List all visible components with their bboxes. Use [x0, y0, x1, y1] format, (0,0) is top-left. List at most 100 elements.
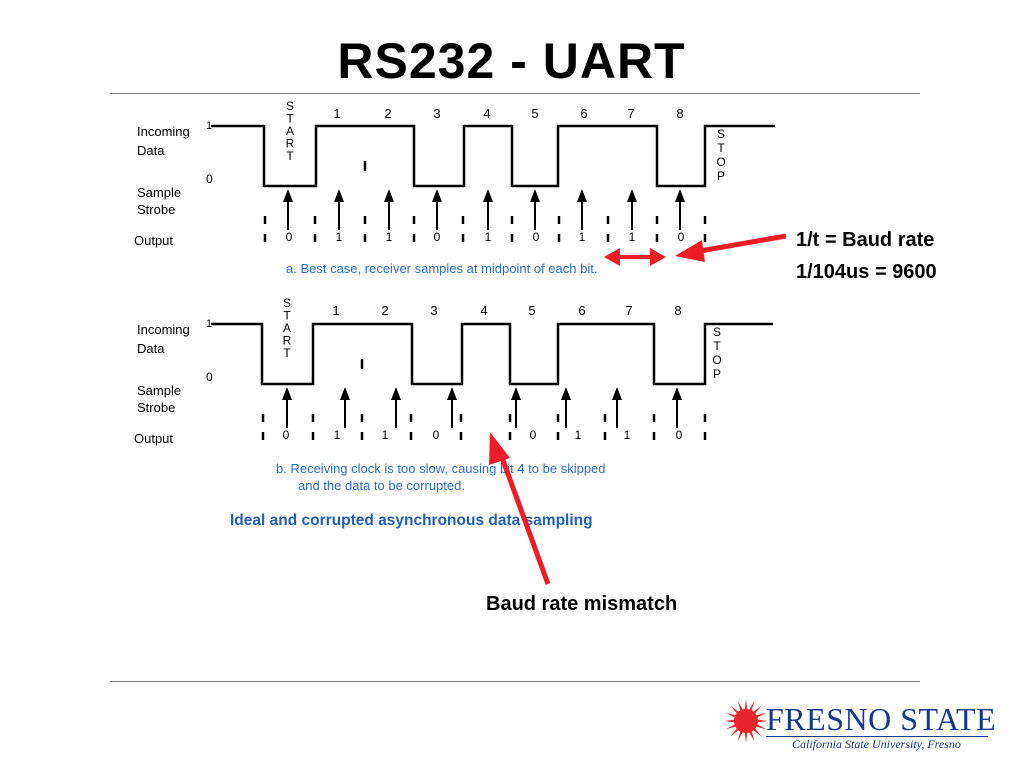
sun-ray [752, 727, 762, 737]
stop-letter: P [717, 169, 725, 183]
label-level-0: 0 [206, 172, 213, 186]
bit-width-arrowhead-left [604, 248, 620, 266]
label-level-1: 1 [206, 120, 212, 132]
stop-letter: T [717, 141, 725, 155]
output-bit: 1 [629, 230, 636, 244]
output-bit: 1 [336, 230, 343, 244]
label-level-0: 0 [206, 370, 213, 384]
label-sample: Sample [137, 185, 181, 200]
bit-number: 3 [430, 303, 437, 318]
output-bit: 0 [283, 428, 290, 442]
incoming-waveform [211, 322, 773, 386]
label-sample: Sample [137, 383, 181, 398]
baud-pointer-arrowhead [675, 240, 705, 262]
bit-width-arrowhead-right [650, 248, 666, 266]
label-incoming: Incoming [137, 124, 190, 139]
annotation-arrows [489, 233, 787, 585]
bit-number: 7 [627, 106, 634, 121]
bit-number: 4 [483, 106, 490, 121]
output-bit: 1 [382, 428, 389, 442]
output-bit: 0 [678, 230, 685, 244]
sample-arrow-head [511, 387, 521, 400]
output-bit: 1 [386, 230, 393, 244]
start-letter: S [283, 296, 291, 310]
bottom-divider [110, 681, 920, 682]
start-letter: T [283, 346, 291, 360]
label-data: Data [137, 143, 165, 158]
bit-number: 6 [580, 106, 587, 121]
baud-mismatch-label: Baud rate mismatch [486, 593, 678, 615]
output-bit: 0 [676, 428, 683, 442]
panel-caption: b. Receiving clock is too slow, causing … [276, 461, 606, 476]
bit-number: 2 [381, 303, 388, 318]
baud-rate-formula: 1/t = Baud rate [796, 229, 935, 251]
start-letter: T [286, 112, 294, 126]
stop-letter: P [713, 367, 721, 381]
start-letter: A [283, 321, 291, 335]
start-letter: T [283, 309, 291, 323]
bit-number: 7 [625, 303, 632, 318]
sun-ray [755, 723, 767, 730]
bit-number: 3 [433, 106, 440, 121]
sample-arrow-head [577, 189, 587, 202]
logo-tagline: California State University, Fresno [792, 737, 961, 751]
fresno-state-logo: FRESNO STATE California State University… [722, 683, 996, 763]
sample-arrow-head [384, 189, 394, 202]
sample-arrow-head [672, 387, 682, 400]
incoming-waveform [211, 124, 775, 188]
stop-letter: O [712, 353, 721, 367]
mismatch-arrowhead [489, 432, 510, 465]
sun-ray [748, 730, 755, 742]
label-level-1: 1 [206, 318, 212, 330]
sun-ray [756, 719, 768, 723]
sample-arrow-head [340, 387, 350, 400]
sun-ray [730, 705, 740, 715]
label-incoming: Incoming [137, 322, 190, 337]
bit-number: 2 [384, 106, 391, 121]
logo-wordmark: FRESNO STATE [766, 701, 997, 737]
sample-arrow-head [627, 189, 637, 202]
panel-caption: and the data to be corrupted. [298, 478, 465, 493]
sun-ray [737, 700, 744, 712]
sun-ray [752, 705, 762, 715]
start-letter: R [283, 334, 292, 348]
output-bit: 0 [533, 230, 540, 244]
sample-arrow-head [447, 387, 457, 400]
top-divider [110, 93, 920, 94]
output-bit: 0 [286, 230, 293, 244]
slide-title: RS232 - UART [337, 33, 686, 89]
output-bit: 0 [434, 230, 441, 244]
sample-arrow-head [282, 387, 292, 400]
stop-letter: S [717, 127, 725, 141]
sample-arrow-head [432, 189, 442, 202]
stop-letter: T [713, 339, 721, 353]
sun-ray [748, 700, 755, 712]
baud-rate-example: 1/104us = 9600 [796, 261, 937, 283]
output-bit: 1 [485, 230, 492, 244]
sample-arrow-head [675, 189, 685, 202]
stop-letter: O [716, 155, 725, 169]
figure-caption: Ideal and corrupted asynchronous data sa… [230, 512, 593, 529]
panel-best-case: IncomingData10SampleStrobeOutputSTARTSTO… [134, 99, 775, 276]
baud-pointer-arrow [699, 233, 787, 254]
bit-number: 6 [578, 303, 585, 318]
sun-ray [737, 730, 744, 742]
label-strobe: Strobe [137, 400, 175, 415]
label-output: Output [134, 233, 173, 248]
panel-corrupted: IncomingData10SampleStrobeOutputSTARTSTO… [134, 296, 773, 493]
sample-arrow-head [612, 387, 622, 400]
bit-number: 1 [332, 303, 339, 318]
bit-number: 5 [531, 106, 538, 121]
start-letter: A [286, 124, 294, 138]
logo-underline [766, 736, 988, 737]
label-data: Data [137, 341, 165, 356]
sample-arrow-head [530, 189, 540, 202]
sun-ray [725, 712, 737, 719]
bit-number: 8 [676, 106, 683, 121]
label-output: Output [134, 431, 173, 446]
sun-ray [725, 723, 737, 730]
output-bit: 0 [530, 428, 537, 442]
sunburst-icon [724, 699, 768, 743]
start-letter: R [286, 137, 295, 151]
